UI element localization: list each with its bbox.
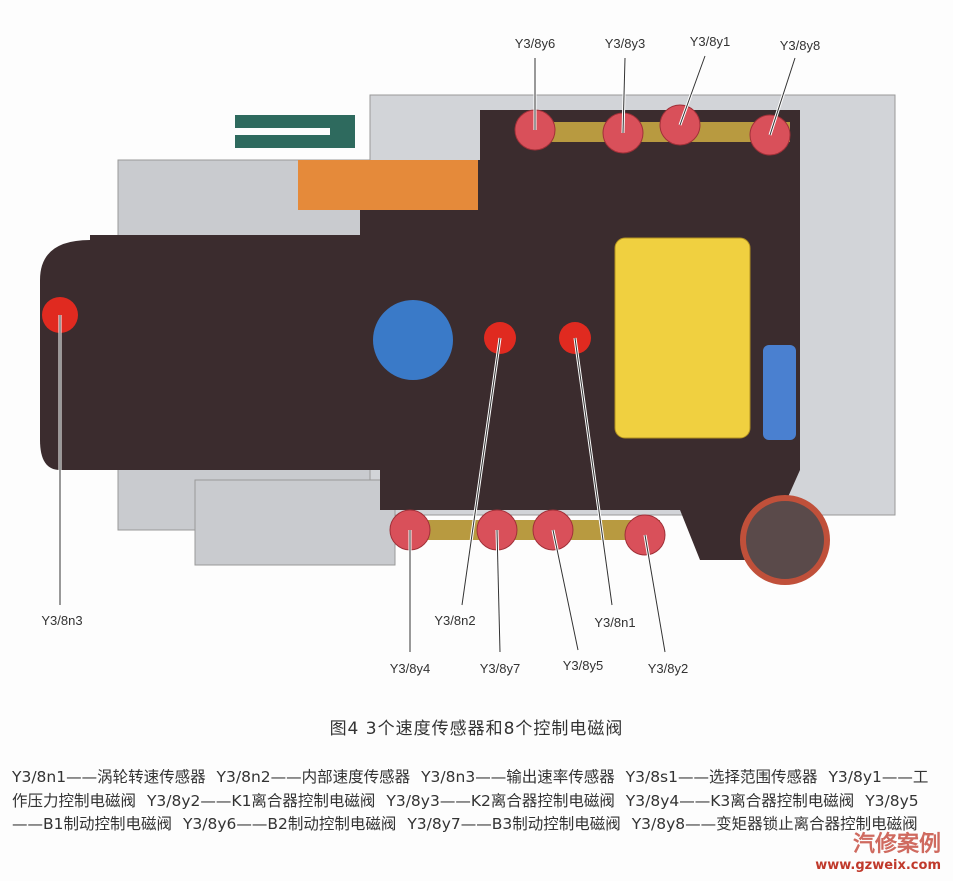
orange-module [298,160,478,210]
label-y3-8n3: Y3/8n3 [41,613,82,628]
lower-valve-plate [194,479,396,566]
legend-item: Y3/8y6——B2制动控制电磁阀 [182,815,397,833]
legend-item: Y3/8y4——K3离合器控制电磁阀 [625,791,855,810]
label-y3-8y2: Y3/8y2 [648,661,688,676]
label-y3-8y6: Y3/8y6 [515,36,555,51]
label-y3-8y3: Y3/8y3 [605,36,645,51]
legend-item: Y3/8y7——B3制动控制电磁阀 [407,815,621,833]
label-y3-8y5: Y3/8y5 [563,658,603,673]
legend-item: Y3/8n2——内部速度传感器 [216,768,411,786]
label-y3-8y8: Y3/8y8 [780,38,820,53]
connector-tab [235,115,355,148]
legend-item: Y3/8y8——变矩器锁止离合器控制电磁阀 [631,815,918,833]
legend-item: Y3/8s1——选择范围传感器 [625,768,818,786]
watermark-url: www.gzweix.com [815,858,941,873]
watermark-name: 汽修案例 [852,832,941,857]
plug-connector [740,495,830,585]
label-y3-8y4: Y3/8y4 [390,661,430,676]
bottom-solenoid-rail [395,520,660,540]
legend-item: Y3/8y5——B1制动控制电磁阀 [12,791,919,834]
label-y3-8n1: Y3/8n1 [594,615,635,630]
label-y3-8y1: Y3/8y1 [690,34,730,49]
legend-item: Y3/8n3——输出速率传感器 [421,768,615,786]
watermark: 汽修案例 www.gzweix.com [815,826,941,873]
plate-arm [40,240,90,470]
label-y3-8n2: Y3/8n2 [434,613,475,628]
legend-item: Y3/8y1——工作压力控制电磁阀 [12,768,929,810]
legend-item: Y3/8n1——涡轮转速传感器 [12,768,206,786]
legend-text: Y3/8n1——涡轮转速传感器 Y3/8n2——内部速度传感器 Y3/8n3——… [12,766,942,837]
legend-item: Y3/8y3——K2离合器控制电磁阀 [386,791,615,810]
label-y3-8y7: Y3/8y7 [480,661,520,676]
blue-connector [763,345,796,440]
legend-item: Y3/8y2——K1离合器控制电磁阀 [146,791,376,810]
valve-body-diagram: Y3/8y6 Y3/8y3 Y3/8y1 Y3/8y8 Y3/8n3 Y3/8n… [40,34,896,676]
yellow-control-module [614,237,751,439]
blue-sensor [373,300,453,380]
top-solenoid-rail [520,122,790,142]
figure-caption: 图4 3个速度传感器和8个控制电磁阀 [329,719,624,739]
